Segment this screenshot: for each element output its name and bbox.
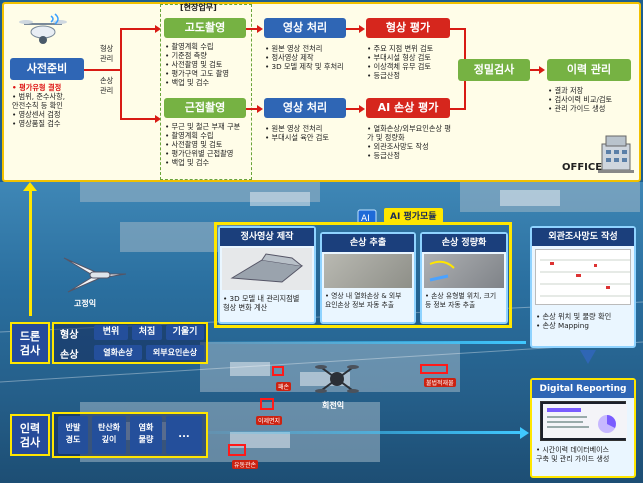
damage-quant-title: 손상 정량화: [422, 234, 506, 252]
connector-line: [530, 69, 540, 71]
damage-quant-card: 손상 정량화 • 손상 유형별 위치, 크기 등 정보 자동 추출: [420, 232, 508, 324]
digital-reporting-desc: • 시간이력 데이터베이스 구축 및 관리 가이드 생성: [536, 446, 610, 463]
site-task-frame: [160, 4, 252, 180]
up-arrow-icon: [23, 182, 37, 191]
digital-reporting-title: Digital Reporting: [532, 380, 634, 398]
carbonation-depth-tag: 탄산화 깊이: [92, 416, 126, 454]
branch-shape-label: 형상 관리: [100, 44, 114, 63]
chloride-amount-tag: 염화 물량: [130, 416, 162, 454]
close-shoot-box: 근접촬영: [164, 98, 246, 118]
ai-damage-eval-list: • 열화손상/외부요인손상 평 가 및 정량화• 외관조사망도 작성• 등급산정: [367, 124, 451, 160]
arrow-icon: [359, 25, 365, 33]
connector-line: [246, 108, 258, 110]
history-mgmt-box: 이력 관리: [547, 59, 631, 81]
connector-line: [346, 108, 360, 110]
ortho-desc: • 3D 모델 내 관리지점별 형상 변화 계산: [223, 294, 300, 312]
flow-line-drone: [208, 341, 526, 344]
right-arrow-icon: [520, 427, 529, 439]
external-damage-tag: 외부요인손상: [146, 345, 204, 360]
damage-quant-image: [424, 254, 504, 288]
ai-damage-eval-box: AI 손상 평가: [366, 98, 450, 118]
image-processing-box-1: 영상 처리: [264, 18, 346, 38]
deflection-tag: 처짐: [132, 325, 162, 340]
damage-marker: [272, 366, 284, 376]
fixed-wing-drone-icon: [60, 252, 130, 296]
digital-reporting-card: Digital Reporting • 시간이력 데이터베이스 구축 및 관리 …: [530, 378, 636, 478]
damage-tag-2: 이제면지: [256, 416, 283, 425]
branch-damage-label: 손상 관리: [100, 76, 114, 95]
damage-extract-title: 손상 추출: [322, 234, 414, 252]
deterioration-tag: 열화손상: [94, 345, 142, 360]
fixed-wing-label: 고정익: [74, 299, 97, 308]
arrow-icon: [539, 66, 545, 74]
elevation-list: • 촬영계획 수립• 기준점 측량• 사전촬영 및 검토• 평가구역 고도 촬영…: [165, 42, 229, 87]
ortho-3d-model-image: [222, 248, 312, 290]
pre-prep-box: 사전준비: [10, 58, 84, 80]
arrow-icon: [155, 115, 161, 123]
office-label: OFFICE: [562, 162, 603, 173]
flow-line-manual: [208, 431, 526, 434]
ortho-card: 정사영상 제작 • 3D 모델 내 관리지점별 형상 변화 계산: [218, 226, 316, 324]
image-processing-box-2: 영상 처리: [264, 98, 346, 118]
rotary-drone-icon: [314, 362, 360, 396]
elevation-shoot-box: 고도촬영: [164, 18, 246, 38]
drone-icon: [18, 12, 68, 54]
shape-eval-box: 형상 평가: [366, 18, 450, 38]
survey-map-image: [535, 249, 631, 305]
manual-inspection-label: 인력 검사: [10, 414, 50, 456]
arrow-icon: [359, 105, 365, 113]
connector-line: [120, 28, 156, 30]
rotary-wing-label: 회전익: [322, 401, 345, 410]
image-processing-list-1: • 원본 영상 전처리• 정사영상 제작• 3D 모델 제작 및 후처리: [265, 44, 344, 71]
rebound-hardness-tag: 반발 경도: [58, 416, 88, 454]
connector-line: [246, 28, 258, 30]
shape-row-title: 형상: [60, 330, 79, 341]
precise-inspection-box: 정밀검사: [458, 59, 530, 81]
connector-line: [120, 118, 156, 120]
damage-marker: [260, 398, 274, 410]
ai-module-label: AI 평가모듈: [384, 208, 443, 223]
ortho-title: 정사영상 제작: [220, 228, 314, 246]
tilt-tag: 기울기: [166, 325, 204, 340]
more-items-tag: ...: [166, 416, 202, 454]
flow-line-left: [29, 188, 32, 316]
arrow-icon: [257, 105, 263, 113]
image-processing-list-2: • 원본 영상 전처리• 부대시설 육안 검토: [265, 124, 329, 142]
connector-line: [346, 28, 360, 30]
pre-prep-list: • 평가유형 결정 • 범위, 준수사항, 안전수칙 등 확인 • 영상센서 검…: [12, 83, 66, 128]
arrow-icon: [257, 25, 263, 33]
office-building-icon: [596, 130, 636, 174]
svg-text:AI: AI: [361, 214, 370, 224]
damage-tag-4: 유동관손: [232, 460, 259, 469]
damage-tag-3: 불법적재물: [424, 378, 456, 387]
connector-line: [450, 108, 466, 110]
survey-map-desc: • 손상 위치 및 물량 확인• 손상 Mapping: [536, 312, 612, 330]
damage-marker: [228, 444, 246, 456]
connector-line: [84, 69, 120, 71]
damage-quant-desc: • 손상 유형별 위치, 크기 등 정보 자동 추출: [425, 292, 497, 309]
site-task-label: [현장업무]: [180, 3, 217, 12]
damage-marker: [420, 364, 448, 374]
damage-tag-1: 패손: [276, 382, 292, 391]
damage-extract-card: 손상 추출 • 영상 내 열화손상 & 외부 요인손상 정보 자동 추출: [320, 232, 416, 324]
displacement-tag: 변위: [94, 325, 128, 340]
drone-inspection-label: 드론 검사: [10, 322, 50, 364]
damage-extract-image: [324, 254, 412, 288]
history-list: • 결과 저장• 검사이력 비교/검토• 관리 가이드 생성: [548, 86, 613, 113]
shape-eval-list: • 주요 지점 변위 검토• 부대시설 형상 검토• 이상객체 유무 검토• 등…: [367, 44, 434, 80]
connector-line: [450, 28, 466, 30]
close-list: • 무근 및 철근 부재 구분• 촬영계획 수립• 사전촬영 및 검토• 평가단…: [165, 122, 241, 167]
damage-extract-desc: • 영상 내 열화손상 & 외부 요인손상 정보 자동 추출: [325, 292, 402, 309]
connector-line: [120, 28, 122, 120]
arrow-icon: [155, 25, 161, 33]
survey-map-title: 외관조사망도 작성: [532, 228, 634, 246]
survey-map-card: 외관조사망도 작성 • 손상 위치 및 물량 확인• 손상 Mapping: [530, 226, 636, 348]
damage-row-title: 손상: [60, 350, 79, 361]
dashboard-screen-image: [540, 401, 627, 441]
down-arrow-icon: [580, 350, 596, 364]
